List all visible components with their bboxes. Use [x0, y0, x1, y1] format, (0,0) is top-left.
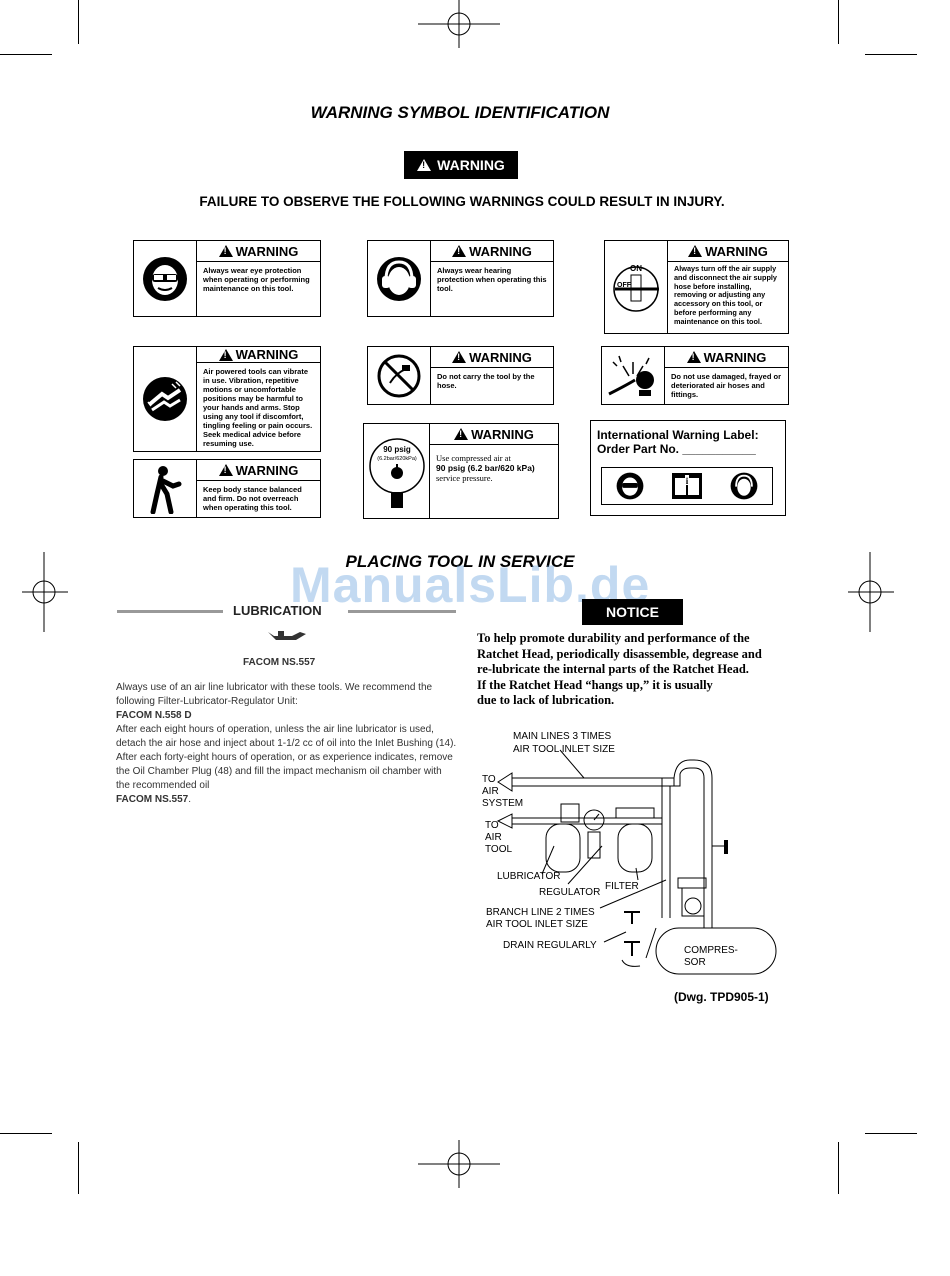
warning-title: WARNING: [235, 243, 299, 259]
svg-text:i: i: [686, 476, 689, 486]
lubrication-rule-left: [117, 610, 223, 613]
hearing-protection-icon: [730, 472, 758, 500]
air-on-label: ON: [630, 264, 642, 273]
warning-title: WARNING: [235, 462, 299, 478]
diagram-regulator: REGULATOR: [539, 887, 601, 898]
air-off-label: OFF: [617, 282, 632, 289]
warning-box-hearing-protection: WARNING Always wear hearing protection w…: [367, 240, 554, 317]
intl-label-line2: Order Part No. ___________: [597, 442, 756, 456]
warning-box-stance: WARNING Keep body stance balanced and fi…: [133, 459, 321, 518]
notice-text: To help promote durability and performan…: [477, 631, 807, 709]
diagram-main-lines: MAIN LINES 3 TIMES: [513, 731, 612, 742]
warning-text-plain: Use compressed air at: [436, 453, 511, 463]
registration-mark-bottom: [418, 1140, 500, 1188]
warning-text: Keep body stance balanced and firm. Do n…: [203, 485, 302, 512]
registration-mark-right: [848, 552, 894, 632]
warning-title: WARNING: [471, 426, 534, 442]
warning-text: Always wear eye protection when operatin…: [203, 266, 310, 293]
air-off-icon: ON OFF: [613, 264, 659, 312]
warning-box-pressure: 90 psig (6.2bar/620kPa) WARNING Use comp…: [363, 423, 559, 519]
crop-mark: [0, 1133, 52, 1134]
balanced-stance-icon: [150, 465, 182, 514]
crop-mark: [865, 54, 917, 55]
diagram-drain: DRAIN REGULARLY: [503, 940, 597, 951]
warning-text: Always turn off the air supply and disco…: [674, 264, 777, 326]
warning-box-damaged-hose: WARNING Do not use damaged, frayed or de…: [601, 346, 789, 405]
gauge-units-label: (6.2bar/620kPa): [377, 456, 417, 462]
lubrication-paragraph-2: After each eight hours of operation, unl…: [116, 724, 457, 749]
damaged-hose-icon: [608, 355, 654, 396]
lubrication-paragraph-1: Always use of an air line lubricator wit…: [116, 682, 433, 707]
crop-mark: [0, 54, 52, 55]
warning-box-vibration: WARNING Air powered tools can vibrate in…: [133, 346, 321, 452]
notice-line: If the Ratchet Head “hangs up,” it is us…: [477, 677, 713, 692]
warning-text-end: service pressure.: [436, 473, 493, 484]
failure-warning-text: FAILURE TO OBSERVE THE FOLLOWING WARNING…: [199, 194, 725, 209]
lubrication-paragraph-3: After each forty-eight hours of operatio…: [116, 752, 453, 791]
notice-line: To help promote durability and performan…: [477, 631, 750, 645]
vibration-icon: [143, 377, 187, 421]
warning-box-air-off: ON OFF WARNING Always turn off the air s…: [604, 240, 789, 334]
registration-mark-left: [22, 552, 68, 632]
lubrication-heading: LUBRICATION: [233, 603, 322, 618]
intl-warning-label-box: International Warning Label: Order Part …: [590, 420, 786, 516]
diagram-lubricator: LUBRICATOR: [497, 871, 561, 882]
notice-line: re-lubricate the internal parts of the R…: [477, 662, 749, 676]
crop-mark: [838, 1142, 839, 1194]
lubrication-unit-ref: FACOM N.558 D: [116, 710, 192, 721]
diagram-main-lines-2: AIR TOOL INLET SIZE: [513, 744, 615, 755]
diagram-filter: FILTER: [605, 881, 639, 892]
section-title: PLACING TOOL IN SERVICE: [345, 552, 575, 571]
warning-title: WARNING: [235, 347, 299, 362]
warning-banner-label: WARNING: [437, 157, 505, 173]
diagram-branch-line-2: AIR TOOL INLET SIZE: [486, 919, 588, 930]
crop-mark: [78, 1142, 79, 1194]
warning-box-no-carry: WARNING Do not carry the tool by the hos…: [367, 346, 554, 405]
warning-text: Do not carry the tool by the hose.: [437, 372, 535, 390]
warning-title: WARNING: [703, 349, 767, 365]
lubrication-rule-right: [348, 610, 456, 613]
warning-text: Always wear hearing protection when oper…: [437, 266, 547, 293]
air-system-diagram: [496, 749, 777, 975]
intl-icon-strip: i: [601, 467, 773, 505]
diagram-branch-line: BRANCH LINE 2 TIMES: [486, 907, 595, 918]
warning-text: Air powered tools can vibrate in use. Vi…: [203, 367, 313, 448]
manual-book-icon: i: [671, 473, 702, 499]
warning-text: Do not use damaged, frayed or deteriorat…: [671, 372, 782, 399]
pressure-gauge-icon: 90 psig (6.2bar/620kPa): [368, 438, 425, 508]
warning-title: WARNING: [469, 349, 532, 365]
notice-line: Ratchet Head, periodically disassemble, …: [477, 646, 762, 661]
page-title: WARNING SYMBOL IDENTIFICATION: [310, 103, 610, 122]
warning-title: WARNING: [469, 243, 532, 259]
warning-box-eye-protection: WARNING Always wear eye protection when …: [133, 240, 321, 317]
intl-label-line1: International Warning Label:: [597, 428, 759, 442]
warning-title: WARNING: [705, 243, 768, 259]
gauge-psig-label: 90 psig: [383, 445, 411, 454]
oil-reference: FACOM NS.557: [243, 657, 316, 668]
diagram-compressor: COMPRES-SOR: [684, 945, 738, 968]
crop-mark: [838, 0, 839, 44]
hearing-protection-icon: [377, 256, 421, 301]
eye-protection-icon: [616, 472, 644, 500]
eye-protection-icon: [143, 256, 187, 301]
warning-banner: WARNING: [404, 151, 518, 179]
warning-text-bold: 90 psig (6.2 bar/620 kPa): [436, 463, 535, 474]
crop-mark: [78, 0, 79, 44]
lubrication-oil-ref-2: FACOM NS.557: [116, 794, 189, 805]
oil-can-icon: [268, 631, 306, 640]
diagram-caption: (Dwg. TPD905-1): [674, 990, 769, 1004]
registration-mark-top: [418, 0, 500, 48]
no-carry-by-hose-icon: [377, 354, 421, 397]
notice-banner: NOTICE: [582, 599, 683, 625]
crop-mark: [865, 1133, 917, 1134]
warning-triangle-icon: [417, 159, 432, 171]
notice-line: due to lack of lubrication.: [477, 693, 615, 707]
